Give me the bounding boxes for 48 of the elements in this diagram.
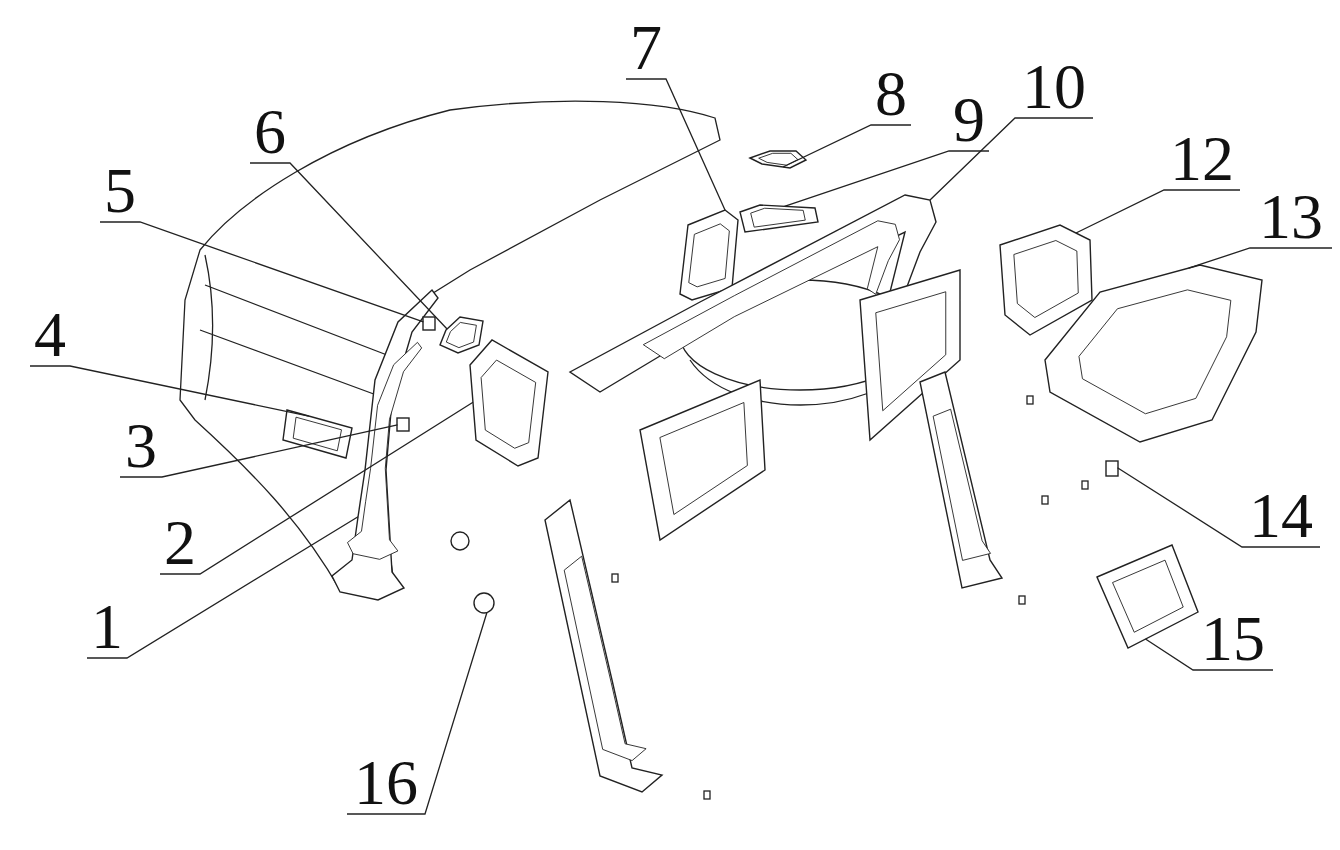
cup-holder xyxy=(1044,264,1263,443)
callout-number: 6 xyxy=(250,101,290,163)
callout-number: 15 xyxy=(1193,608,1273,670)
support-leg xyxy=(919,371,1004,589)
callout-number: 10 xyxy=(1015,56,1093,118)
leader-line xyxy=(1144,638,1274,671)
bracket xyxy=(739,204,819,233)
callout-number: 5 xyxy=(100,160,140,222)
leader-line xyxy=(249,162,448,330)
clip xyxy=(422,316,436,331)
callout-number: 16 xyxy=(347,752,425,814)
leader-line xyxy=(929,117,1094,201)
leader-line xyxy=(1075,189,1241,234)
grommet xyxy=(473,592,495,614)
support-leg xyxy=(544,498,664,793)
small-cover xyxy=(748,150,808,169)
callout-number: 7 xyxy=(626,17,666,79)
grommet xyxy=(450,531,470,551)
leader-line xyxy=(86,516,359,659)
leader-line xyxy=(346,611,488,815)
pad xyxy=(1096,544,1199,649)
side-door-panel xyxy=(639,378,766,542)
callout-number: 12 xyxy=(1164,128,1240,190)
leader-line xyxy=(119,424,399,478)
leader-line xyxy=(1116,467,1321,548)
callout-number: 2 xyxy=(160,512,200,574)
leader-line xyxy=(625,78,726,211)
callout-number: 1 xyxy=(87,596,127,658)
clip xyxy=(1105,460,1119,477)
callout-number: 8 xyxy=(871,63,911,125)
leader-line xyxy=(159,401,474,575)
label-plate xyxy=(282,409,353,459)
storage-box xyxy=(999,224,1093,336)
vent-frame xyxy=(679,209,739,301)
leader-line xyxy=(1188,247,1333,269)
leader-line xyxy=(29,365,310,417)
side-trim-panel xyxy=(331,288,439,601)
callout-number: 9 xyxy=(949,89,989,151)
callout-number: 13 xyxy=(1250,186,1332,248)
callout-number: 4 xyxy=(30,304,70,366)
vent-grille xyxy=(439,316,484,354)
leader-line xyxy=(99,221,424,323)
leader-line xyxy=(782,124,912,168)
clip xyxy=(396,417,410,432)
callout-number: 14 xyxy=(1242,485,1320,547)
callout-number: 3 xyxy=(120,415,162,477)
leader-line xyxy=(783,150,990,207)
duct-housing xyxy=(469,339,549,467)
